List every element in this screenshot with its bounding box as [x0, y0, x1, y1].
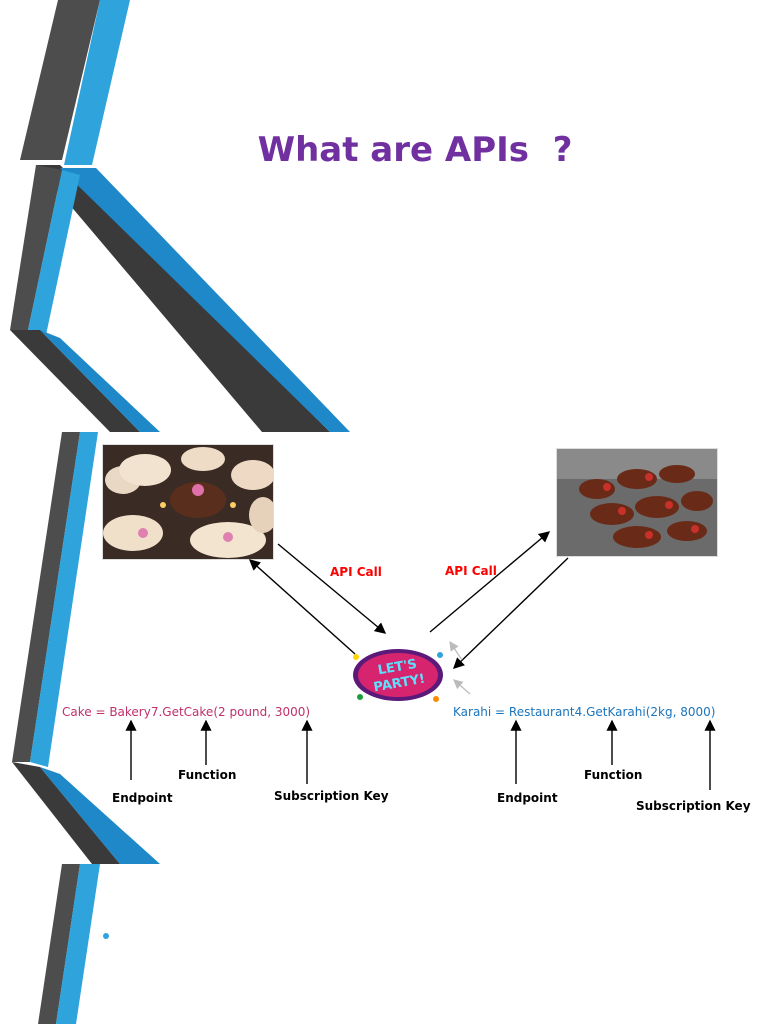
api-call-label-right: API Call: [445, 564, 497, 578]
party-logo: LET'S PARTY!: [348, 637, 448, 707]
kebab-photo: [556, 448, 718, 557]
slide-bullet: [0, 864, 768, 1024]
slide-diagram: API Call API Call: [0, 432, 768, 864]
cakes-photo: [102, 444, 274, 560]
decorative-bands: [10, 0, 350, 432]
label-function-right: Function: [584, 768, 643, 782]
slide-title-text: What are APIs ?: [257, 130, 573, 170]
bullet-point: [103, 933, 109, 939]
label-subscription-key-left: Subscription Key: [274, 789, 389, 803]
decorative-bands-3: [38, 864, 100, 1024]
cake-api-code: Cake = Bakery7.GetCake(2 pound, 3000): [62, 705, 311, 719]
slide-title: What are APIs ?: [0, 0, 768, 432]
label-function-left: Function: [178, 768, 237, 782]
karahi-api-code: Karahi = Restaurant4.GetKarahi(2kg, 8000…: [453, 705, 716, 719]
label-endpoint-right: Endpoint: [497, 791, 558, 805]
label-subscription-key-right: Subscription Key: [636, 799, 751, 813]
svg-text:LET'S: LET'S: [377, 657, 418, 679]
arrow-lines: [125, 531, 716, 790]
label-endpoint-left: Endpoint: [112, 791, 173, 805]
api-call-label-left: API Call: [330, 565, 382, 579]
decorative-bands-2: [12, 432, 160, 864]
